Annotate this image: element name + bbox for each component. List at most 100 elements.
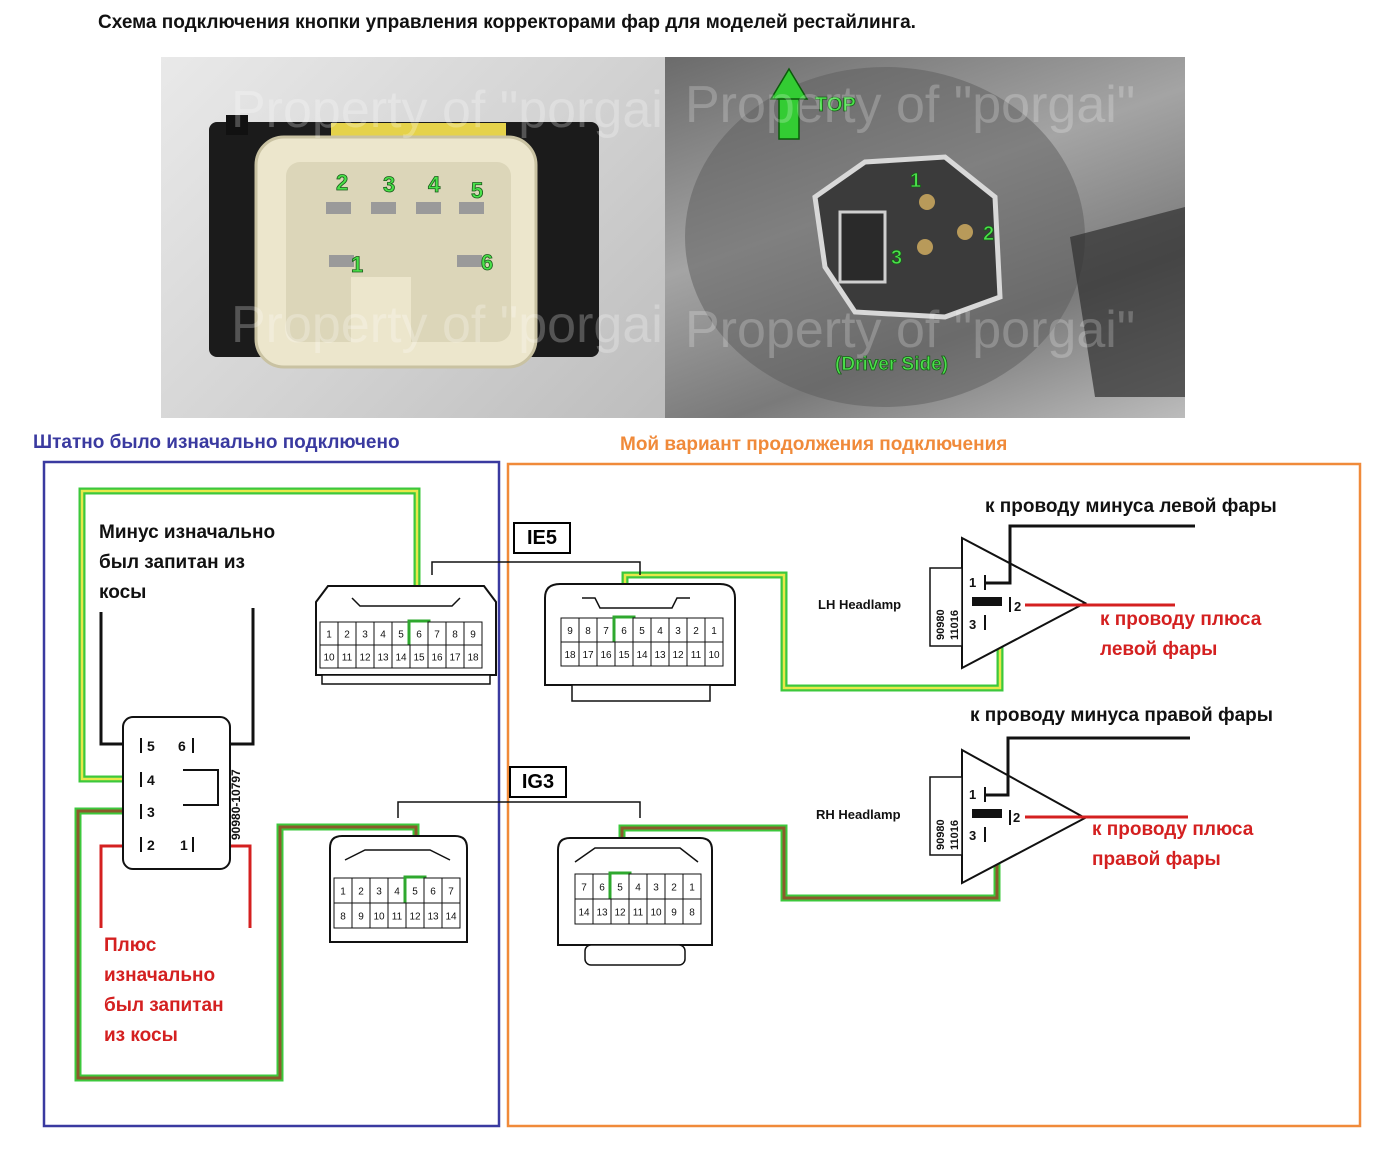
connector-pin-label: 5: [412, 887, 418, 898]
ie5-tag: IE5: [513, 522, 571, 554]
connector-pin-label: 14: [395, 653, 407, 664]
switch-connector-photo: 2 3 4 5 1 6 Property of "porgai" Propert…: [161, 57, 665, 418]
connector-pin-label: 8: [689, 908, 695, 919]
photo-pin-label: 6: [481, 250, 493, 275]
connector-pin-label: 6: [599, 883, 605, 894]
connector-pin-label: 6: [416, 630, 422, 641]
lh-plus-note: к проводу плюса левой фары: [1100, 605, 1261, 665]
connector-pin-label: 13: [427, 912, 439, 923]
connector-pin-label: 6: [430, 887, 436, 898]
connector-pin-label: 11: [633, 908, 644, 919]
connector-pin-label: 2: [358, 887, 364, 898]
connector-pin-label: 7: [448, 887, 454, 898]
switch-pin-label: 5: [147, 738, 155, 754]
lh-headlamp-label: LH Headlamp: [818, 597, 901, 612]
connector-pin-label: 12: [614, 908, 626, 919]
connector-pin-cell: [463, 644, 483, 669]
connector-pin-label: 16: [600, 650, 612, 661]
connector-pin-label: 18: [467, 653, 479, 664]
connector-pin-label: 15: [413, 653, 425, 664]
connector-pin-label: 1: [711, 626, 717, 637]
connector-pin-label: 9: [671, 908, 677, 919]
switch-pin-label: 6: [178, 738, 186, 754]
photo-pin-label: 2: [983, 223, 994, 245]
top-arrow-icon: [769, 67, 809, 140]
connector-pin-label: 1: [689, 883, 695, 894]
connector-pin-label: 9: [567, 626, 573, 637]
lh-pin-label: 2: [1014, 599, 1021, 614]
my-variant-section-title: Мой вариант продолжения подключения: [620, 434, 1008, 455]
original-section-title: Штатно было изначально подключено: [33, 432, 400, 453]
lh-part-line1: 90980: [935, 609, 947, 640]
original-frame: [42, 460, 501, 1128]
connector-pin-label: 7: [581, 883, 587, 894]
connector-pin-label: 4: [657, 626, 663, 637]
connector-pin-label: 12: [409, 912, 421, 923]
connector-pin-label: 5: [617, 883, 623, 894]
minus-note-line: косы: [99, 582, 147, 603]
connector-pin-label: 6: [621, 626, 627, 637]
plus-note-line: из косы: [104, 1025, 178, 1046]
photo-pin-label: 1: [351, 252, 363, 277]
connector-pin-label: 8: [452, 630, 458, 641]
green-brown-wire-pin3: [74, 807, 420, 1082]
connector-pin-label: 3: [376, 887, 382, 898]
switch-pin-label: 2: [147, 837, 155, 853]
switch-part-number: 90980-10797: [229, 769, 243, 840]
connector-pin-label: 8: [340, 912, 346, 923]
lh-headlamp-symbol: [929, 536, 1088, 670]
photo-pin-label: 5: [471, 178, 483, 203]
lh-pin-label: 1: [969, 575, 976, 590]
connector-pin-label: 11: [691, 650, 702, 661]
rh-part-line1: 90980: [935, 819, 947, 850]
connector-pin-label: 2: [671, 883, 677, 894]
lh-pin-label: 3: [969, 617, 976, 632]
plus-note-line: был запитан: [104, 995, 224, 1016]
connector-pin-label: 14: [636, 650, 648, 661]
connector-pin-label: 8: [585, 626, 591, 637]
connector-pin-label: 14: [578, 908, 590, 919]
plus-note: Плюс изначально был запитан из косы: [104, 931, 224, 1051]
connector-pin-label: 12: [672, 650, 684, 661]
rh-minus-note: к проводу минуса правой фары: [970, 705, 1274, 726]
rh-pin-label: 1: [969, 787, 976, 802]
minus-note-line: Минус изначально: [99, 522, 276, 543]
connector-pin-label: 12: [359, 653, 371, 664]
rh-headlamp-symbol: [929, 748, 1088, 885]
ig3-tag: IG3: [509, 766, 567, 798]
rh-headlamp-label: RH Headlamp: [816, 807, 901, 822]
photo-pin-label: 1: [910, 170, 921, 192]
lh-plus-note-line: к проводу плюса: [1100, 609, 1262, 630]
connector-pin-label: 17: [449, 653, 461, 664]
connector-pin-label: 10: [323, 653, 335, 664]
connector-pin-label: 4: [635, 883, 641, 894]
rh-pin-label: 3: [969, 828, 976, 843]
connector-pin-label: 3: [362, 630, 368, 641]
connector-pin-label: 4: [380, 630, 386, 641]
lh-part-line2: 11016: [949, 610, 961, 640]
connector-pin-cell: [682, 898, 702, 925]
minus-note: Минус изначально был запитан из косы: [99, 518, 275, 608]
connector-pin-label: 17: [582, 650, 594, 661]
switch-pin-label: 3: [147, 804, 155, 820]
connector-pin-label: 11: [392, 912, 403, 923]
lh-minus-note: к проводу минуса левой фары: [985, 496, 1277, 517]
connector-pin-label: 13: [654, 650, 666, 661]
connector-pin-label: 11: [342, 653, 353, 664]
connector-pin-label: 5: [398, 630, 404, 641]
connector-pin-label: 7: [434, 630, 440, 641]
connector-pin-label: 1: [340, 887, 346, 898]
connector-pin-label: 3: [653, 883, 659, 894]
rh-plus-note-line: к проводу плюса: [1092, 819, 1254, 840]
connector-pin-label: 5: [639, 626, 645, 637]
green-yellow-wire-pin4: [78, 487, 421, 783]
watermark: Property of "porgai": [685, 76, 1135, 134]
connector-pin-cell: [441, 902, 461, 929]
connector-pin-label: 10: [708, 650, 720, 661]
connector-pin-label: 2: [693, 626, 699, 637]
connector-pin-label: 18: [564, 650, 576, 661]
